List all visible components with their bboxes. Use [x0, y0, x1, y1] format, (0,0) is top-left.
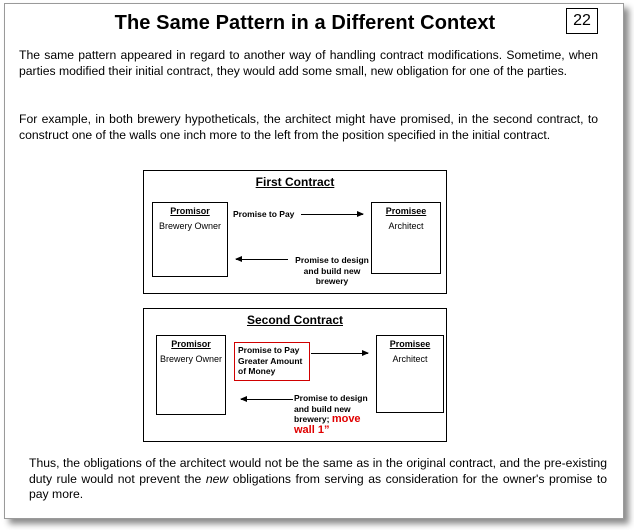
promisor-name: Brewery Owner: [159, 354, 222, 364]
slide: The Same Pattern in a Different Context …: [4, 3, 624, 519]
conclusion-text-b: obligations from serving as consideratio…: [29, 471, 607, 502]
promisor-box: Promisor Brewery Owner: [156, 335, 226, 415]
promise-to-pay-label: Promise to Pay: [233, 209, 295, 219]
greater-amount-box: Promise to Pay Greater Amount of Money: [234, 342, 310, 381]
arrow-left: [240, 396, 293, 402]
promise-design-label: Promise to design and build new brewery;…: [294, 393, 376, 435]
promise-pay-line1: Promise to Pay: [238, 345, 300, 355]
promise-design-line1: Promise to design: [295, 255, 369, 265]
paragraph-intro: The same pattern appeared in regard to a…: [19, 48, 598, 78]
promise-design-line3: brewery;: [294, 414, 330, 424]
page-number: 22: [566, 8, 598, 34]
promise-design-line2: and build new: [294, 403, 351, 414]
first-contract-diagram: First Contract Promisor Brewery Owner Pr…: [143, 170, 447, 294]
promise-design-line3: brewery: [315, 276, 349, 286]
promisee-box: Promisee Architect: [376, 335, 444, 413]
arrow-right: [301, 211, 364, 217]
move-wall-text: move: [331, 413, 361, 425]
promise-design-line2: and build new: [303, 265, 361, 276]
promise-pay-line2: Greater Amount: [238, 355, 303, 366]
second-contract-title: Second Contract: [246, 313, 343, 327]
promisee-name: Architect: [388, 221, 424, 231]
promise-design-label: Promise to design and build new brewery: [292, 255, 372, 287]
slide-title: The Same Pattern in a Different Context: [114, 12, 496, 34]
promisor-label: Promisor: [171, 339, 211, 349]
second-contract-diagram: Second Contract Promisor Brewery Owner P…: [143, 308, 447, 442]
promise-design-line1: Promise to design: [294, 393, 368, 403]
promisee-label: Promisee: [389, 339, 431, 349]
conclusion-emphasis: new: [205, 471, 229, 486]
promisee-name: Architect: [392, 354, 428, 364]
promise-pay-line3: of Money: [238, 366, 276, 376]
promisor-box: Promisor Brewery Owner: [152, 202, 228, 277]
promise-pay-label: Promise to Pay Greater Amount of Money: [238, 345, 302, 377]
paragraph-example: For example, in both brewery hypothetica…: [19, 112, 598, 142]
arrow-left: [235, 256, 288, 262]
promisor-label: Promisor: [170, 206, 210, 216]
promisee-label: Promisee: [385, 206, 427, 216]
first-contract-title: First Contract: [255, 175, 335, 189]
promisee-box: Promisee Architect: [371, 202, 441, 274]
paragraph-conclusion: Thus, the obligations of the architect w…: [29, 456, 607, 503]
move-wall-amount: wall 1”: [294, 423, 330, 436]
promisor-name: Brewery Owner: [158, 221, 221, 231]
conclusion-text-a: Thus, the obligations of the architect w…: [29, 456, 607, 486]
arrow-right: [311, 350, 369, 356]
